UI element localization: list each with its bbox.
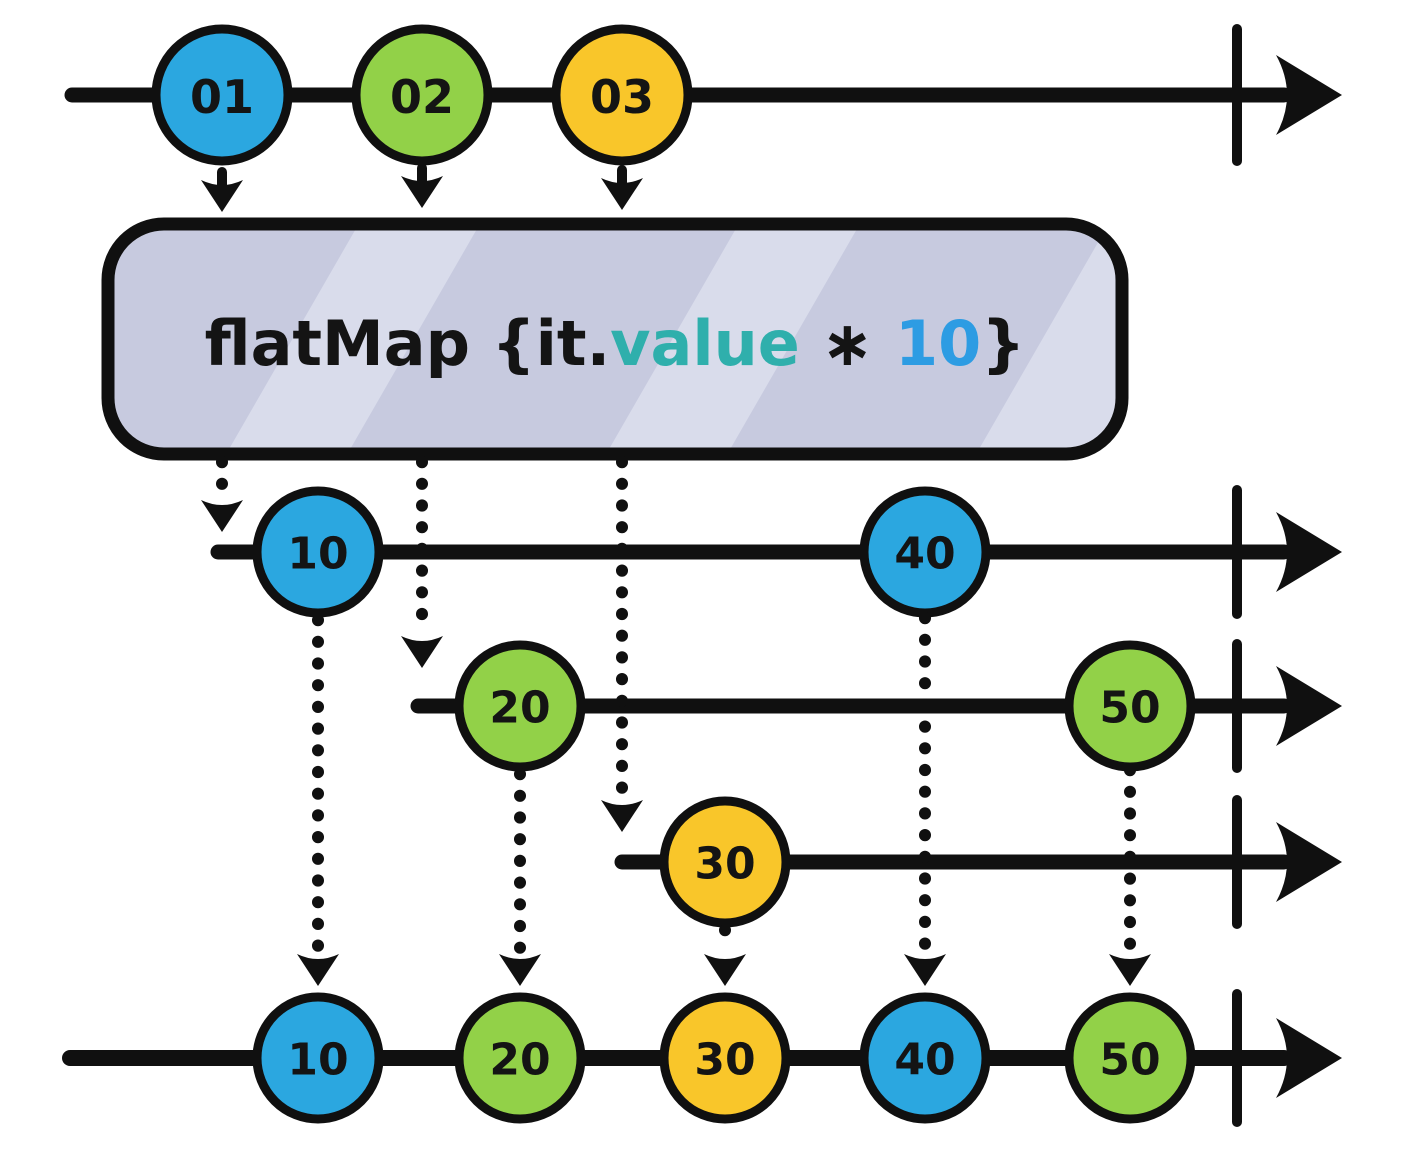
marble-label: 40 <box>894 1035 955 1086</box>
operator-box-border <box>101 217 1129 461</box>
dotted-arrow-marble-20-to-output <box>499 768 541 986</box>
down-arrowhead-icon <box>201 180 243 212</box>
marble-circle <box>1064 992 1196 1124</box>
timeline-inner-2-arrowhead-icon <box>1276 666 1342 746</box>
dotted-arrow-operator-to-inner-2 <box>401 456 443 668</box>
marble-inner-1-40: 40 <box>859 486 991 618</box>
marble-output-50: 50 <box>1064 992 1196 1124</box>
operator-box: flatMap {it.value ∗ 10} <box>101 217 1129 461</box>
marble-inner-2-20: 20 <box>454 640 586 772</box>
marble-circle <box>252 486 384 618</box>
marble-inner-3-30: 30 <box>659 796 791 928</box>
marble-circle <box>151 24 293 166</box>
marble-circle <box>659 796 791 928</box>
marble-circle <box>551 24 693 166</box>
marble-label: 30 <box>694 1035 755 1086</box>
down-arrowhead-icon <box>601 800 643 832</box>
dotted-arrow-marble-50-to-output <box>1109 764 1151 986</box>
timeline-inner-3: 30 <box>614 795 1342 929</box>
down-arrowhead-icon <box>704 954 746 986</box>
marble-inner-2-50: 50 <box>1064 640 1196 772</box>
dotted-arrow-marble-40-to-output <box>904 612 946 986</box>
marble-circle <box>859 992 991 1124</box>
marble-source-03: 03 <box>551 24 693 166</box>
marble-label: 03 <box>590 70 654 124</box>
marble-label: 50 <box>1099 683 1160 734</box>
marble-output-30: 30 <box>659 992 791 1124</box>
timeline-output: 10 20 30 40 50 <box>62 989 1342 1127</box>
marble-circle <box>454 992 586 1124</box>
down-arrowhead-icon <box>401 176 443 208</box>
solid-arrow-marble-03-to-operator <box>601 165 643 210</box>
marble-label: 20 <box>489 683 550 734</box>
dotted-arrow-marble-30-to-output <box>704 924 746 986</box>
marble-circle <box>252 992 384 1124</box>
marble-source-01: 01 <box>151 24 293 166</box>
down-arrowhead-icon <box>1109 954 1151 986</box>
timeline-source-arrowhead-icon <box>1276 55 1342 135</box>
marble-output-10: 10 <box>252 992 384 1124</box>
dotted-arrow-operator-to-inner-1 <box>201 456 243 532</box>
marble-label: 10 <box>287 529 348 580</box>
dotted-arrow-operator-to-inner-3 <box>601 456 643 832</box>
marble-label: 40 <box>894 529 955 580</box>
marble-label: 30 <box>694 839 755 890</box>
marble-label: 50 <box>1099 1035 1160 1086</box>
down-arrowhead-icon <box>297 954 339 986</box>
timeline-source: 01 02 03 <box>64 24 1342 166</box>
timeline-inner-1: 10 40 <box>210 485 1342 619</box>
solid-arrow-marble-02-to-operator <box>401 163 443 208</box>
marble-label: 02 <box>390 70 454 124</box>
marble-circle <box>454 640 586 772</box>
operator-label: flatMap {it.value ∗ 10} <box>205 307 1026 380</box>
marble-label: 20 <box>489 1035 550 1086</box>
down-arrowhead-icon <box>904 954 946 986</box>
timeline-inner-3-arrowhead-icon <box>1276 822 1342 902</box>
down-arrowhead-icon <box>401 636 443 668</box>
down-arrowhead-icon <box>201 500 243 532</box>
marble-label: 10 <box>287 1035 348 1086</box>
marble-source-02: 02 <box>351 24 493 166</box>
dotted-arrow-marble-10-to-output <box>297 614 339 986</box>
marble-inner-1-10: 10 <box>252 486 384 618</box>
down-arrowhead-icon <box>601 178 643 210</box>
marble-circle <box>659 992 791 1124</box>
marble-output-40: 40 <box>859 992 991 1124</box>
marble-output-20: 20 <box>454 992 586 1124</box>
marble-circle <box>351 24 493 166</box>
solid-arrow-marble-01-to-operator <box>201 167 243 212</box>
timeline-inner-1-arrowhead-icon <box>1276 512 1342 592</box>
timeline-output-arrowhead-icon <box>1276 1018 1342 1098</box>
down-arrowhead-icon <box>499 954 541 986</box>
marble-label: 01 <box>190 70 254 124</box>
